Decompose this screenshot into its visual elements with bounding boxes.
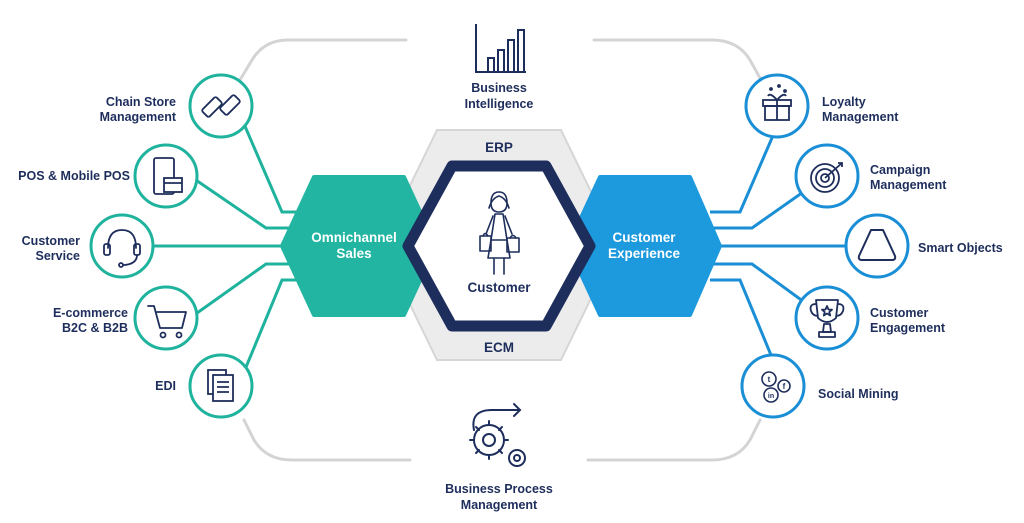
pos-label-1: POS & Mobile POS [18,169,130,183]
pos-circle [133,143,199,209]
customer-experience-label-1: Customer [612,230,676,245]
ecommerce-label-2: B2C & B2B [62,321,128,335]
shopping-cart-icon [147,305,187,339]
headset-icon [103,229,141,268]
engagement-circle [794,285,860,351]
customer-icon [479,191,520,275]
target-icon [810,162,843,193]
business-process-label-1: Business Process [445,482,553,496]
erp-label: ERP [485,140,513,155]
business-intelligence-icon [475,24,526,73]
edi-label-1: EDI [155,379,176,393]
connector-top-left [238,38,408,82]
right-node-smart-objects[interactable]: Smart Objects [844,213,1003,279]
loyalty-label-1: Loyalty [822,95,866,109]
chain-store-label-2: Management [100,110,177,124]
business-process-icon [469,403,526,467]
right-node-engagement[interactable]: Customer Engagement [794,285,946,351]
business-process-label-2: Management [461,498,538,512]
customer-label: Customer [467,280,531,295]
pos-terminal-icon [153,157,183,195]
triangle-icon [857,229,897,261]
twitter-glyph: t [768,375,771,384]
left-connector-5 [242,278,300,373]
customer-service-label-1: Customer [22,234,80,248]
left-node-pos[interactable]: POS & Mobile POS [18,143,199,209]
right-node-loyalty[interactable]: Loyalty Management [744,73,899,139]
customer-service-circle [89,213,155,279]
social-mining-circle [740,353,806,419]
engagement-label-1: Customer [870,306,928,320]
right-connector-1 [710,123,780,214]
trophy-icon [809,299,845,338]
left-node-edi[interactable]: EDI [155,353,254,419]
chain-store-label-1: Chain Store [106,95,176,109]
outer-connectors [238,38,762,462]
documents-icon [207,369,234,402]
ecommerce-label-1: E-commerce [53,306,128,320]
right-node-social-mining[interactable]: t f in Social Mining [740,353,899,419]
left-connector-1 [242,123,300,214]
connector-top-right [592,38,762,80]
engagement-label-2: Engagement [870,321,946,335]
left-node-customer-service[interactable]: Customer Service [22,213,155,279]
omnichannel-sales-hexagon [280,175,438,317]
ecommerce-circle [133,285,199,351]
omnichannel-sales-label-2: Sales [336,246,371,261]
campaign-label-1: Campaign [870,163,930,177]
social-icon [761,371,791,403]
loyalty-label-2: Management [822,110,899,124]
gift-icon [762,84,792,121]
left-node-chain-store[interactable]: Chain Store Management [100,73,254,139]
customer-experience-label-2: Experience [608,246,681,261]
business-intelligence-label-1: Business [471,81,527,95]
business-intelligence-label-2: Intelligence [465,97,534,111]
right-node-campaign[interactable]: Campaign Management [794,143,947,209]
customer-core-hexagon [402,160,596,332]
left-connector-4 [189,262,300,320]
left-connector-2 [189,174,300,230]
right-connector-5 [710,278,780,373]
campaign-label-2: Management [870,178,947,192]
connector-bottom-left [242,418,412,462]
connector-bottom-right [586,418,762,462]
social-mining-label-1: Social Mining [818,387,899,401]
left-node-ecommerce[interactable]: E-commerce B2C & B2B [53,285,199,351]
customer-service-label-2: Service [36,249,81,263]
chain-link-icon [201,94,241,118]
facebook-glyph: f [783,382,786,391]
smart-objects-circle [844,213,910,279]
smart-objects-label-1: Smart Objects [918,241,1003,255]
linkedin-glyph: in [768,393,774,400]
omnichannel-sales-label-1: Omnichannel [311,230,397,245]
ecm-label: ECM [484,340,514,355]
